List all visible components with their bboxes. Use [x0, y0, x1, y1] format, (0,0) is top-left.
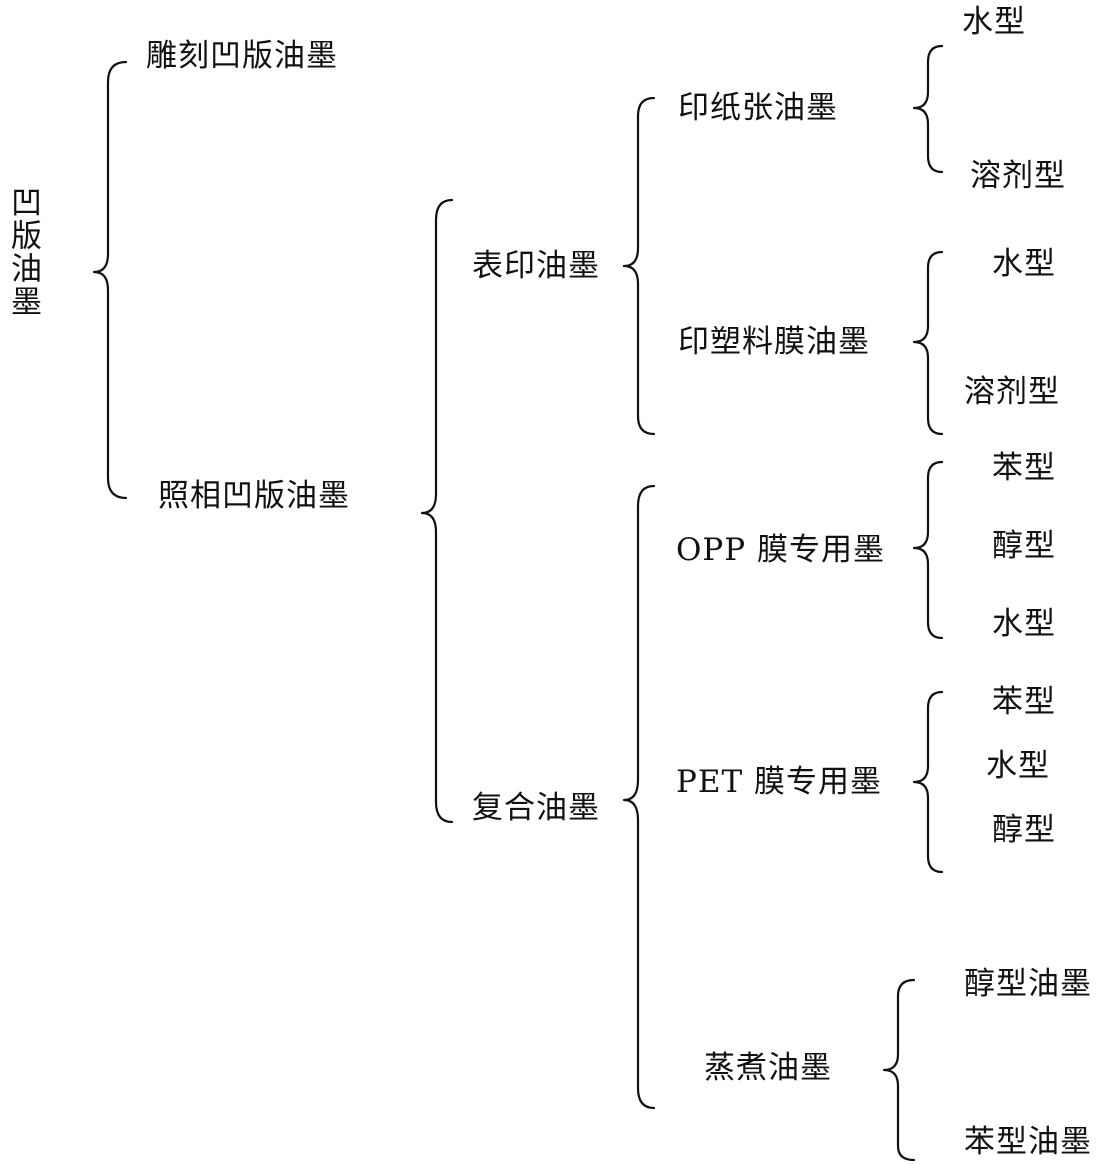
- brace-root: [92, 60, 128, 500]
- leaf-pet-benzene: 苯型: [992, 684, 1056, 720]
- node-retort-ink: 蒸煮油墨: [704, 1050, 832, 1086]
- node-opp-film-ink: OPP 膜专用墨: [676, 532, 885, 568]
- node-root: 凹版油墨: [5, 186, 41, 318]
- leaf-opp-water: 水型: [992, 606, 1056, 642]
- leaf-opp-alcohol: 醇型: [992, 528, 1056, 564]
- brace-pet: [912, 690, 944, 874]
- brace-retort: [882, 978, 916, 1162]
- leaf-retort-benzene-ink: 苯型油墨: [964, 1124, 1092, 1160]
- node-photo-gravure: 照相凹版油墨: [158, 478, 350, 514]
- leaf-pet-water: 水型: [986, 748, 1050, 784]
- brace-plastic: [912, 250, 944, 436]
- leaf-plastic-water: 水型: [992, 246, 1056, 282]
- leaf-plastic-solvent: 溶剂型: [964, 374, 1060, 410]
- brace-surface: [622, 96, 656, 436]
- leaf-opp-benzene: 苯型: [992, 450, 1056, 486]
- node-paper-ink: 印纸张油墨: [678, 90, 838, 126]
- node-pet-film-ink: PET 膜专用墨: [676, 764, 883, 800]
- brace-opp: [912, 460, 944, 640]
- leaf-paper-water: 水型: [962, 4, 1026, 40]
- node-surface-ink: 表印油墨: [472, 248, 600, 284]
- leaf-retort-alcohol-ink: 醇型油墨: [964, 966, 1092, 1002]
- brace-photo: [420, 198, 454, 824]
- node-engraved-gravure: 雕刻凹版油墨: [146, 38, 338, 74]
- node-composite-ink: 复合油墨: [472, 790, 600, 826]
- leaf-pet-alcohol: 醇型: [992, 812, 1056, 848]
- brace-composite: [622, 484, 656, 1110]
- brace-paper: [912, 44, 944, 174]
- node-plastic-film-ink: 印塑料膜油墨: [678, 324, 870, 360]
- leaf-paper-solvent: 溶剂型: [970, 158, 1066, 194]
